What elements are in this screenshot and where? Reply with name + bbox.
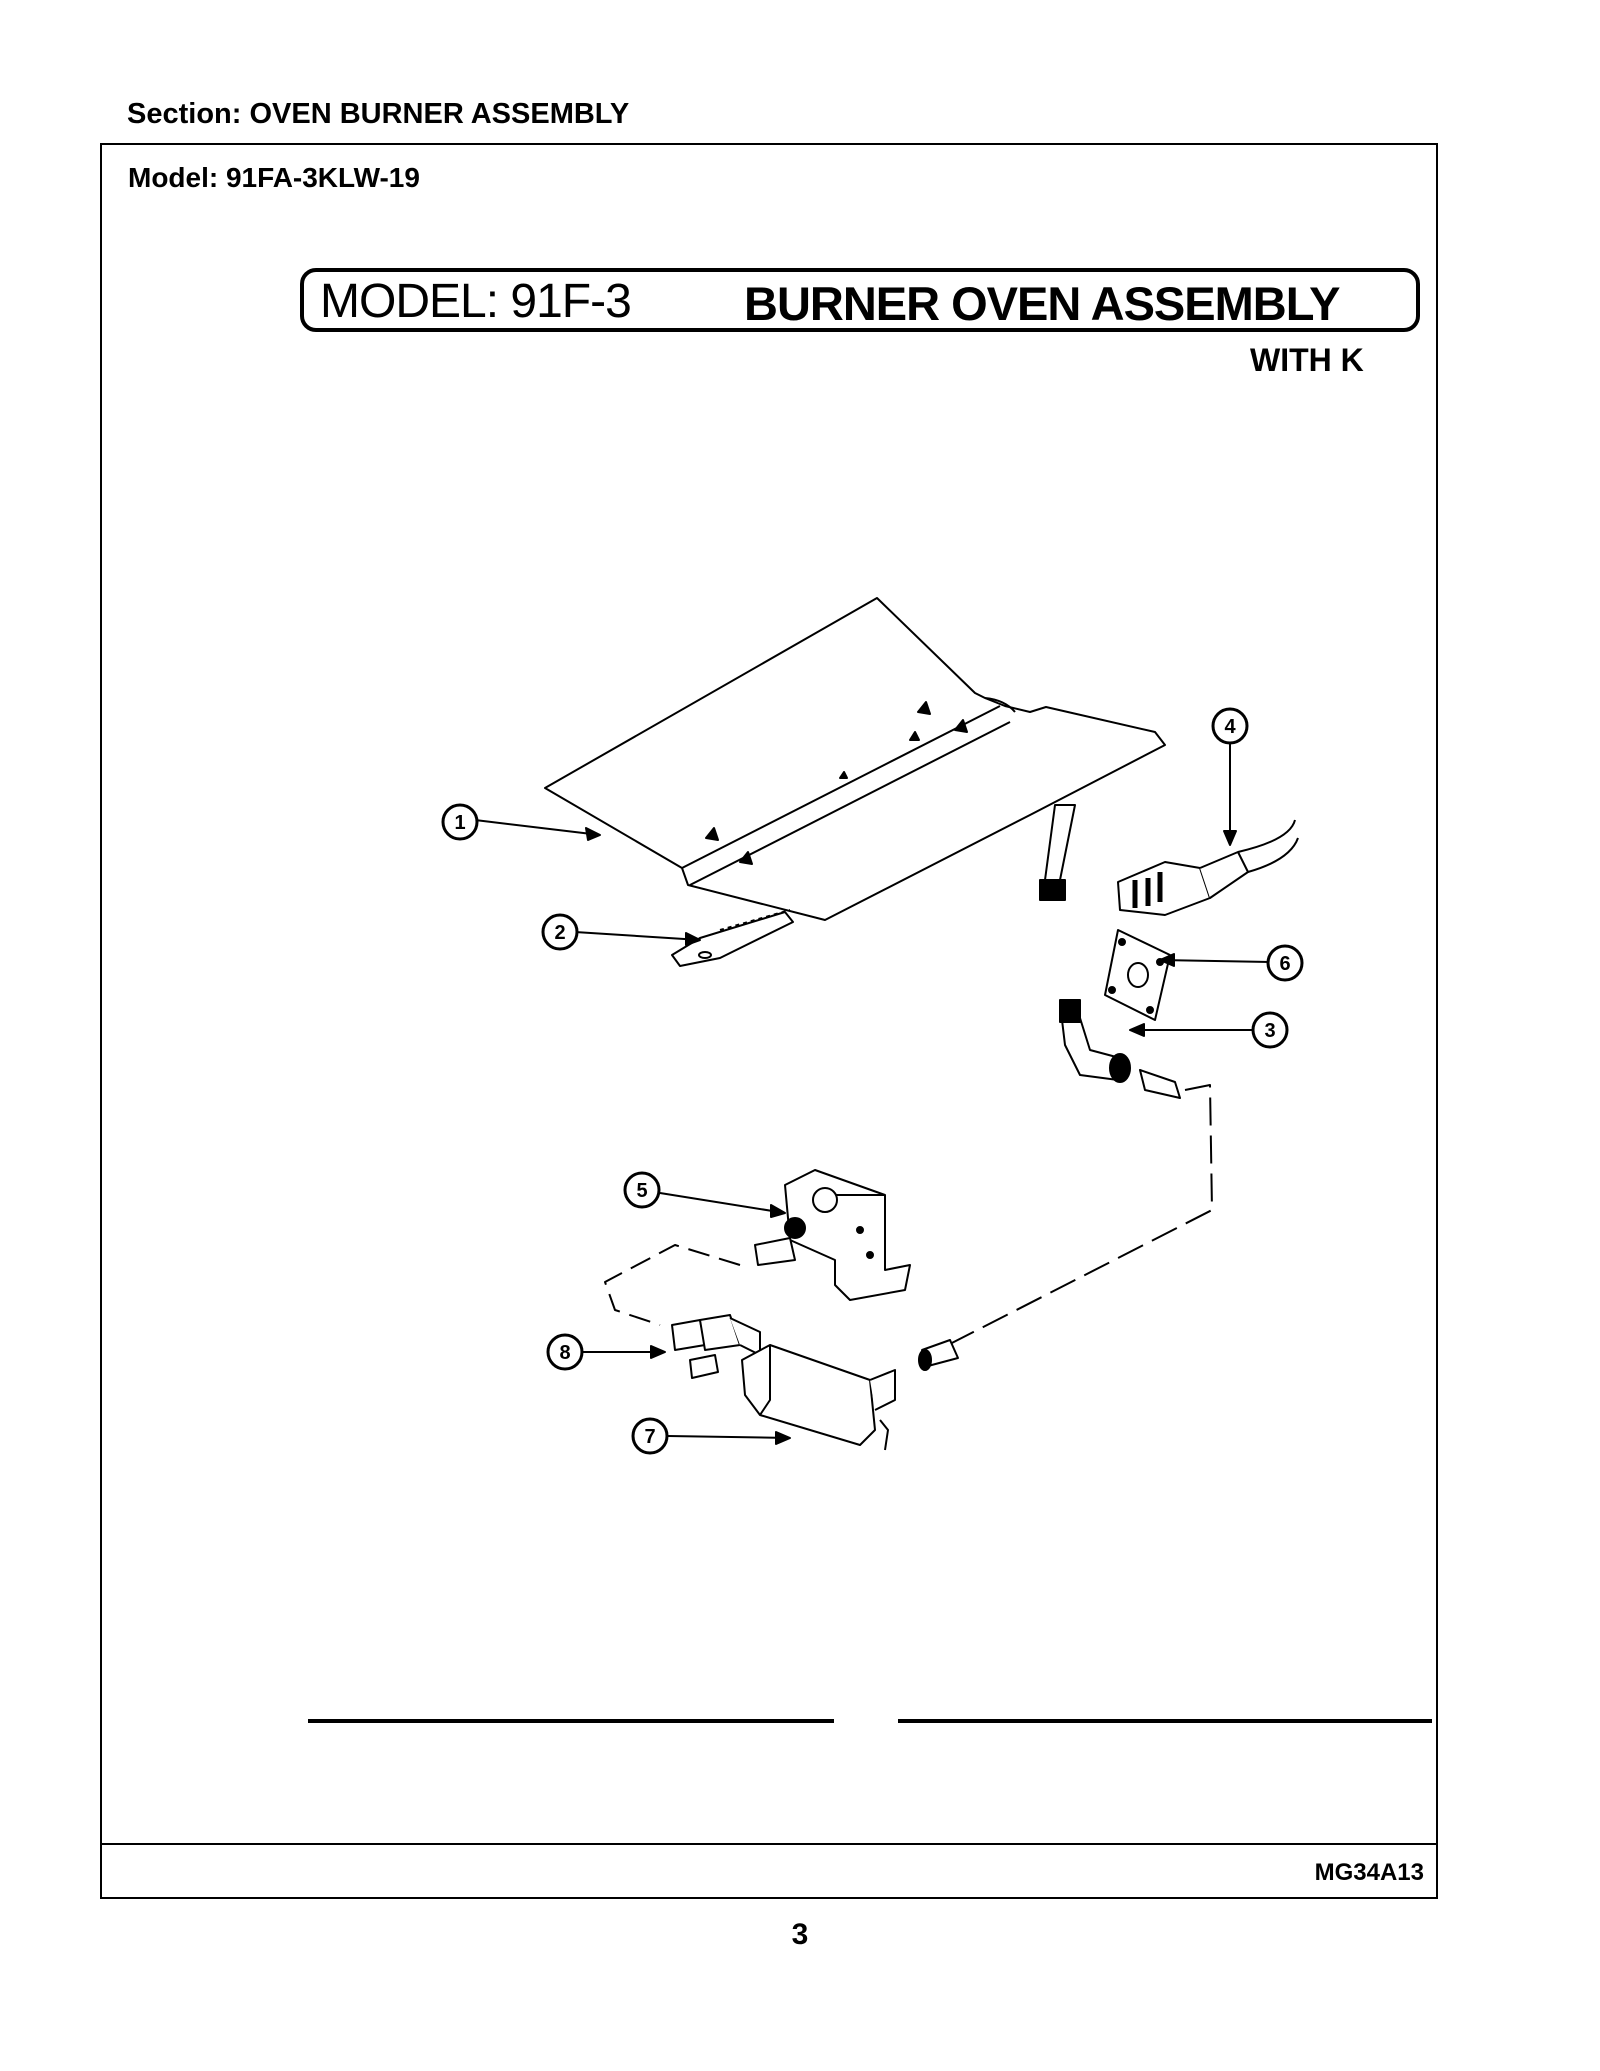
callout-6: 6 — [1279, 953, 1290, 975]
burner-tube-part — [671, 909, 794, 967]
diagram-code: MG34A13 — [1314, 1859, 1424, 1886]
callout-8: 8 — [559, 1342, 570, 1364]
banner-model: MODEL: 91F-3 — [320, 275, 632, 328]
igniter-pin-part — [1039, 804, 1076, 901]
callout-7: 7 — [644, 1426, 655, 1448]
page-frame: Model: 91FA-3KLW-19 MG34A13 — [100, 143, 1438, 1899]
callout-circle-1 — [441, 803, 479, 841]
callout-circle-8 — [546, 1333, 584, 1371]
blank-rule-right — [898, 1719, 1432, 1723]
callout-3: 3 — [1264, 1020, 1275, 1042]
elbow-fitting-part — [1059, 999, 1181, 1099]
banner-subtitle: WITH K — [1250, 342, 1364, 378]
callout-1: 1 — [454, 812, 465, 834]
callout-5: 5 — [636, 1180, 647, 1202]
callout-circle-2 — [541, 913, 579, 951]
callout-circle-6 — [1266, 944, 1304, 982]
callout-circle-7 — [631, 1417, 669, 1455]
callout-circle-3 — [1251, 1011, 1289, 1049]
callout-circle-4 — [1211, 707, 1249, 745]
burner-valve-part — [741, 1344, 896, 1451]
mounting-plate-part — [1104, 929, 1171, 1021]
banner-title: BURNER OVEN ASSEMBLY — [744, 277, 1340, 330]
callout-4: 4 — [1224, 716, 1236, 738]
diagram-banner: MODEL: 91F-3 BURNER OVEN ASSEMBLY — [300, 268, 1420, 332]
footer-divider — [102, 1843, 1436, 1845]
blank-rule-left — [308, 1719, 834, 1723]
burner-baffle-part — [544, 597, 1166, 921]
model-label: Model: 91FA-3KLW-19 — [128, 162, 420, 193]
orifice-fitting-part — [671, 1314, 761, 1379]
page-number: 3 — [791, 1918, 809, 1951]
section-title: Section: OVEN BURNER ASSEMBLY — [127, 98, 630, 130]
callout-circle-5 — [623, 1171, 661, 1209]
callout-2: 2 — [554, 922, 565, 944]
leader-lines — [474, 743, 1271, 1445]
valve-body-part — [754, 1169, 911, 1301]
screw-fitting-part — [918, 1339, 959, 1371]
igniter-part — [1117, 819, 1299, 916]
